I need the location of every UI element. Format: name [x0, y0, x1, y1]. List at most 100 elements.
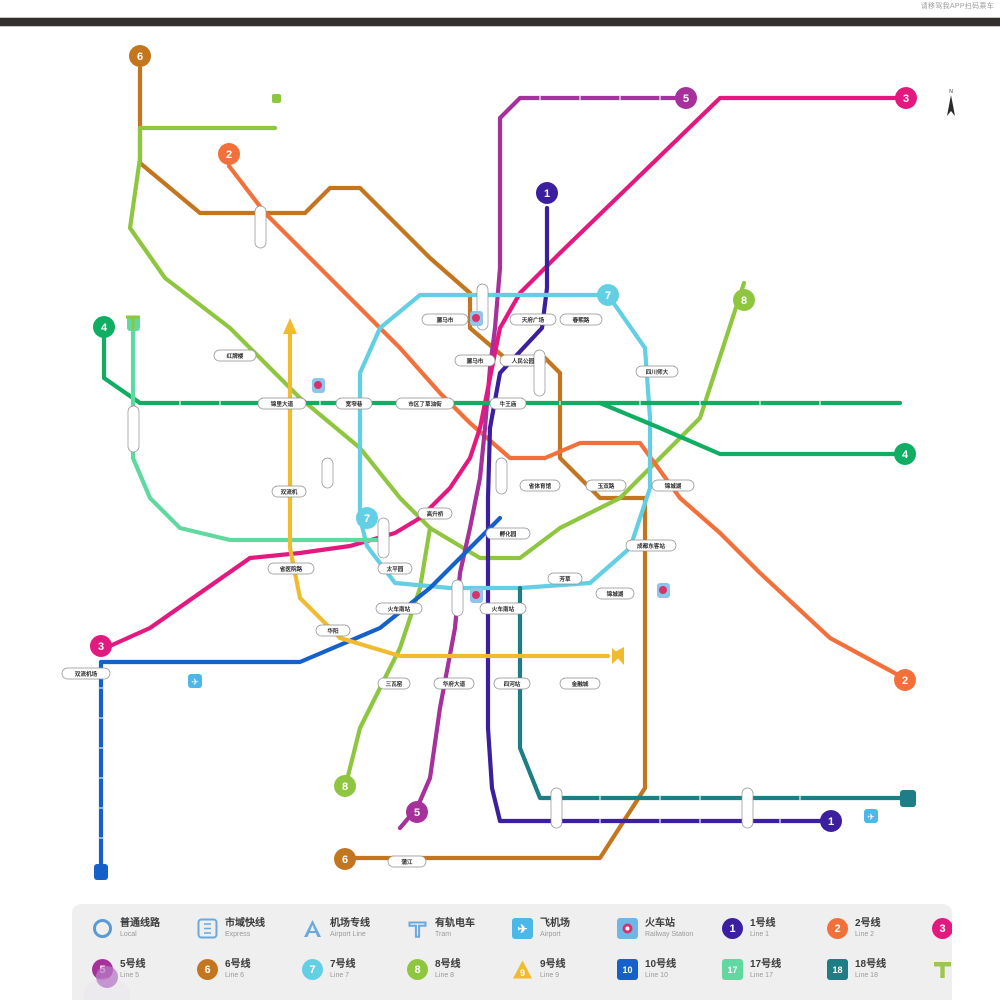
line-1-path[interactable]: 1 1	[485, 182, 842, 832]
station-capsule[interactable]	[213, 349, 257, 362]
line-6-path[interactable]: 6 6	[129, 45, 648, 870]
line-2-path[interactable]: 2 2	[218, 143, 916, 691]
map-icons[interactable]: ✈ ✈	[126, 311, 878, 823]
legend-item-line-18[interactable]: 18 18号线 Line 18	[825, 957, 930, 982]
legend-item-express[interactable]: 市域快线 Express	[195, 916, 300, 941]
terminus-line-3-ne[interactable]	[895, 87, 917, 109]
line-10-path[interactable]	[94, 515, 503, 880]
line-3-badge-number: 3	[932, 918, 952, 939]
station-capsule-vertical[interactable]	[127, 405, 140, 453]
svg-text:2: 2	[902, 675, 908, 687]
legend-item-airport-express[interactable]: 机场专线 Airport Line	[300, 916, 405, 941]
legend-item-local[interactable]: 普通线路 Local	[90, 916, 195, 941]
svg-text:牛王庙: 牛王庙	[500, 400, 517, 408]
legend-item-tram-line-2[interactable]: 有轨电车 蓉2号线 Chengdu Tram Line 2	[930, 957, 952, 982]
terminus-line-8-sw[interactable]	[334, 775, 356, 797]
station-capsule[interactable]	[559, 677, 601, 690]
line-5-path[interactable]: 5 5	[397, 87, 697, 831]
line-3-path[interactable]: 3 3	[90, 87, 917, 657]
line-7-badge-north[interactable]	[597, 284, 619, 306]
station-capsule[interactable]	[595, 587, 635, 600]
station-capsule-vertical[interactable]	[321, 457, 334, 489]
line-9-path[interactable]	[283, 318, 624, 665]
terminus-line-10-south[interactable]	[94, 864, 108, 880]
airport-icon[interactable]	[188, 674, 202, 688]
legend-item-line-10[interactable]: 10 10号线 Line 10	[615, 957, 720, 982]
legend-item-line-9[interactable]: 9 9号线 Line 9	[510, 957, 615, 982]
station-capsule[interactable]	[433, 677, 475, 690]
terminus-line-8-ne[interactable]	[733, 289, 755, 311]
station-capsule[interactable]	[559, 313, 603, 326]
station-capsule[interactable]	[489, 397, 527, 410]
decorative-blob	[84, 978, 130, 1000]
station-capsule[interactable]	[509, 313, 557, 326]
metro-map-canvas[interactable]: .ln { fill:none; stroke-linecap:round; s…	[0, 28, 1000, 896]
station-capsule-vertical[interactable]	[254, 205, 267, 249]
station-capsule[interactable]	[271, 485, 307, 498]
station-capsule[interactable]	[61, 667, 111, 680]
station-capsule[interactable]	[417, 507, 453, 520]
station-capsule[interactable]	[335, 397, 373, 410]
terminus-line-1-north[interactable]	[536, 182, 558, 204]
svg-text:3: 3	[98, 641, 104, 653]
terminus-line-3-sw[interactable]	[90, 635, 112, 657]
line-18-path[interactable]	[517, 585, 916, 807]
station-capsule-vertical[interactable]	[533, 349, 546, 397]
station-capsule[interactable]	[485, 527, 531, 540]
terminus-line-5-north[interactable]	[675, 87, 697, 109]
legend-item-airport[interactable]: ✈ 飞机场 Airport	[510, 916, 615, 941]
top-divider-bar	[0, 17, 1000, 27]
station-capsule[interactable]	[395, 397, 455, 410]
terminus-line-6-north[interactable]	[129, 45, 151, 67]
legend-item-line-3[interactable]: 3 3号线 Line 3	[930, 916, 952, 941]
station-capsule-vertical[interactable]	[741, 787, 754, 829]
station-capsule-vertical[interactable]	[495, 457, 508, 495]
legend-item-line-2[interactable]: 2 2号线 Line 2	[825, 916, 930, 941]
station-capsule[interactable]	[421, 313, 469, 326]
line-4-path[interactable]: 4 4	[93, 316, 916, 465]
terminus-line-4-west[interactable]	[93, 316, 115, 338]
legend-label-cn: 普通线路	[120, 918, 160, 930]
station-capsule[interactable]	[377, 562, 413, 575]
station-capsule[interactable]	[267, 562, 315, 575]
station-capsule[interactable]	[479, 602, 527, 615]
terminus-line-2-nw[interactable]	[218, 143, 240, 165]
station-capsule[interactable]	[519, 479, 561, 492]
line-7-loop[interactable]: 7 7	[356, 284, 653, 591]
station-capsule[interactable]	[651, 479, 695, 492]
legend-item-line-6[interactable]: 6 6号线 Line 6	[195, 957, 300, 982]
station-capsule[interactable]	[547, 572, 583, 585]
legend-item-line-17[interactable]: 17 17号线 Line 17	[720, 957, 825, 982]
station-capsule[interactable]	[315, 624, 351, 637]
legend-item-railway-station[interactable]: 火车站 Railway Station	[615, 916, 720, 941]
line-8-path[interactable]: 8 8	[127, 94, 755, 797]
legend-item-line-7[interactable]: 7 7号线 Line 7	[300, 957, 405, 982]
station-capsule-vertical[interactable]	[377, 517, 390, 559]
station-capsule[interactable]	[454, 354, 496, 367]
terminus-line-2-se[interactable]	[894, 669, 916, 691]
station-capsule-vertical[interactable]	[550, 787, 563, 829]
legend-item-line-8[interactable]: 8 8号线 Line 8	[405, 957, 510, 982]
station-capsule[interactable]	[375, 602, 423, 615]
station-capsule[interactable]	[635, 365, 679, 378]
line-7-badge-south[interactable]	[356, 507, 378, 529]
terminus-line-6-south[interactable]	[334, 848, 356, 870]
station-capsule[interactable]	[377, 677, 411, 690]
station-capsule[interactable]	[493, 677, 531, 690]
terminus-line-1-south[interactable]	[820, 810, 842, 832]
station-capsule[interactable]	[625, 539, 677, 552]
metro-map-svg[interactable]: .ln { fill:none; stroke-linecap:round; s…	[0, 28, 1000, 896]
station-capsule[interactable]	[257, 397, 307, 410]
station-capsule-vertical[interactable]	[451, 579, 464, 617]
terminus-line-18-east[interactable]	[900, 790, 916, 807]
airport-icon[interactable]	[864, 809, 878, 823]
terminus-line-9-north[interactable]	[283, 318, 297, 334]
terminus-line-4-east[interactable]	[894, 443, 916, 465]
legend-item-tram[interactable]: 有轨电车 Tram	[405, 916, 510, 941]
legend-item-line-1[interactable]: 1 1号线 Line 1	[720, 916, 825, 941]
terminus-line-5-south[interactable]	[406, 801, 428, 823]
legend-label-cn: 有轨电车	[435, 918, 475, 930]
station-capsule[interactable]	[387, 855, 427, 868]
station-capsule[interactable]	[585, 479, 627, 492]
svg-text:4: 4	[902, 449, 909, 461]
